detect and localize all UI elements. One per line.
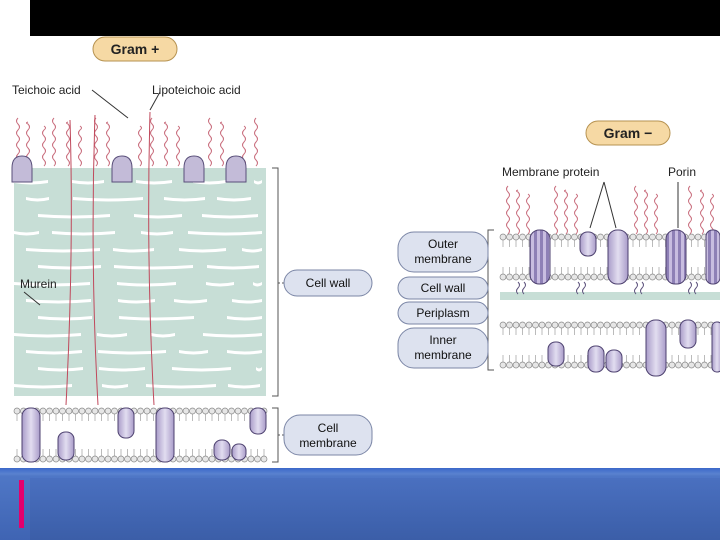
- gn-periplasm-label: Periplasm: [416, 306, 469, 320]
- murein-fiber-gaps: [14, 180, 262, 389]
- gram-negative-title: Gram −: [604, 125, 653, 141]
- gram-positive-cell-membrane: [13, 407, 268, 463]
- gp-cell-wall-label: Cell wall: [306, 276, 351, 290]
- gn-lipoprotein-anchors: [516, 281, 698, 295]
- teichoic-acid-label: Teichoic acid: [12, 83, 81, 97]
- gp-cell-membrane-label-1: Cell: [318, 421, 339, 435]
- gn-cell-wall-layer: [500, 292, 720, 300]
- gram-positive-title: Gram +: [111, 41, 160, 57]
- lipoteichoic-leader-line: [149, 91, 161, 111]
- cell-membrane-pill-gp: Cell membrane: [283, 414, 373, 456]
- cell-wall-pill-gp: Cell wall: [283, 269, 373, 297]
- gram-negative-inner-membrane: [499, 319, 720, 377]
- murein-layer: [14, 168, 266, 396]
- footer-panel: [30, 478, 720, 540]
- gram-negative-lps-chains: [506, 185, 714, 235]
- gn-inner-membrane-label-1: Inner: [429, 333, 456, 347]
- footer-accent-bar: [19, 480, 24, 528]
- gn-outer-membrane-label-2: membrane: [414, 252, 472, 266]
- gram-positive-sugar-chains: [16, 117, 258, 167]
- gn-outer-membrane-label-1: Outer: [428, 237, 458, 251]
- murein-leader-line: [23, 291, 41, 306]
- gp-cell-membrane-label-2: membrane: [299, 436, 357, 450]
- porin-label: Porin: [668, 165, 696, 179]
- gram-positive-title-pill: Gram +: [92, 36, 178, 62]
- lipoteichoic-acid-label: Lipoteichoic acid: [152, 83, 241, 97]
- membrane-protein-label: Membrane protein: [502, 165, 599, 179]
- gram-negative-title-pill: Gram −: [585, 120, 671, 146]
- gram-positive-brackets: [272, 167, 287, 463]
- teichoic-leader-line: [91, 89, 129, 119]
- gn-cell-wall-label: Cell wall: [421, 281, 466, 295]
- murein-label: Murein: [20, 277, 57, 291]
- gram-negative-outer-membrane: [499, 229, 720, 285]
- gn-outer-membrane-pill: Outer membrane: [397, 231, 489, 273]
- gn-periplasm-pill: Periplasm: [397, 301, 489, 325]
- gn-leader-lines: [589, 181, 679, 229]
- gram-positive-surface-proteins: [11, 155, 247, 183]
- gn-inner-membrane-label-2: membrane: [414, 348, 472, 362]
- lipoteichoic-strands: [65, 111, 155, 406]
- gn-cell-wall-pill: Cell wall: [397, 276, 489, 300]
- slide-top-bar: [30, 0, 720, 36]
- gn-inner-membrane-pill: Inner membrane: [397, 327, 489, 369]
